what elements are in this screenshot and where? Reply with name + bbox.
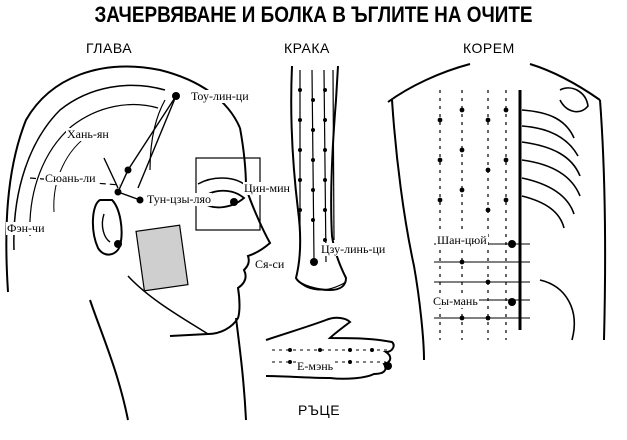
point-label-tou-lin-tsi: Тоу-лин-ци (190, 89, 250, 103)
point-label-syuan-li: Сюань-ли (44, 171, 97, 185)
page-title: ЗАЧЕРВЯВАНЕ И БОЛКА В ЪГЛИТЕ НА ОЧИТЕ (94, 2, 533, 27)
point-label-shan-tsyuy: Шан-цюй (436, 233, 488, 247)
point-dot-tszu-lin-tsi (310, 258, 318, 266)
section-label-head: ГЛАВА (86, 40, 133, 56)
point-dot-e-men (384, 362, 392, 370)
section-label-hands: РЪЦЕ (298, 402, 341, 418)
point-label-tszu-lin-tsi: Цзу-линь-ци (320, 242, 387, 256)
point-label-tun-tszy-lyao: Тун-цзы-ляо (146, 192, 213, 206)
point-dot-fen-chi (114, 240, 122, 248)
section-label-abdomen: КОРЕМ (463, 40, 515, 56)
point-label-e-men: Е-мэнь (296, 359, 335, 373)
point-dot-syuan-li (114, 188, 122, 196)
point-label-sya-si: Ся-си (254, 257, 286, 271)
point-dot-sy-man (508, 298, 516, 306)
point-dot-han-yan (124, 166, 132, 174)
torso-drawing (387, 63, 607, 361)
point-dot-tun-tszy-lyao (136, 196, 144, 204)
point-dot-shan-tsyuy (508, 240, 516, 248)
point-label-tsin-min: Цин-мин (243, 181, 291, 195)
head-profile-drawing (5, 65, 272, 421)
point-dot-tsin-min (230, 198, 238, 206)
point-label-fen-chi: Фэн-чи (6, 221, 46, 235)
section-label-legs: КРАКА (284, 40, 330, 56)
point-label-sy-man: Сы-мань (432, 294, 479, 308)
point-dot-tou-lin-tsi (172, 92, 180, 100)
leg-drawing (290, 65, 348, 292)
point-label-han-yan: Хань-ян (66, 127, 110, 141)
